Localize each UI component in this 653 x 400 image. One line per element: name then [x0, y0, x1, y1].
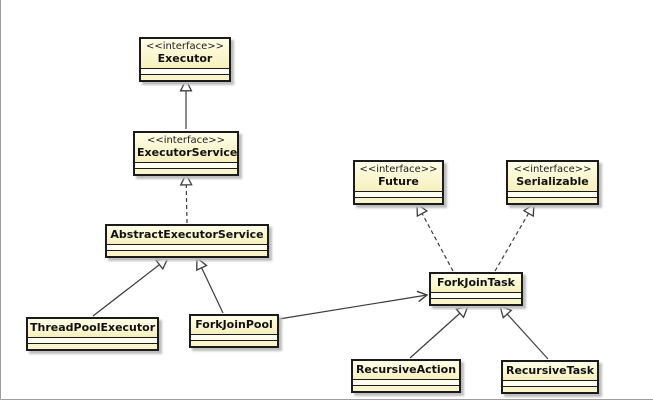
class-title: ForkJoinPool [191, 316, 277, 334]
methods-compartment [355, 197, 442, 203]
edge-forkjoinpool-association-forkjointask[interactable] [278, 290, 429, 320]
class-serializable[interactable]: <<interface>> Serializable [506, 160, 599, 205]
methods-compartment [135, 168, 237, 174]
class-title: <<interface>> ExecutorService [135, 133, 237, 162]
class-name-label: Serializable [516, 175, 589, 188]
class-name-label: Future [378, 175, 419, 188]
class-title: <<interface>> Serializable [508, 162, 597, 191]
class-title: <<interface>> Future [355, 162, 442, 191]
edge-forkjointask-implements-future[interactable] [417, 204, 454, 272]
edge-threadpoolexecutor-extends-abstractexecutorservice[interactable] [92, 258, 168, 317]
class-threadpoolexecutor[interactable]: ThreadPoolExecutor [26, 317, 159, 351]
class-recursiveaction[interactable]: RecursiveAction [351, 359, 461, 393]
class-name-label: ThreadPoolExecutor [30, 321, 156, 334]
class-name-label: Executor [157, 52, 213, 65]
fields-compartment [191, 334, 277, 340]
fields-compartment [141, 68, 229, 74]
class-title: <<interface>> Executor [141, 39, 229, 68]
class-name-label: RecursiveTask [505, 364, 595, 377]
methods-compartment [431, 298, 521, 304]
stereotype-label: <<interface>> [359, 164, 438, 175]
fields-compartment [107, 244, 267, 250]
fields-compartment [28, 337, 157, 343]
methods-compartment [107, 250, 267, 256]
fields-compartment [353, 379, 459, 385]
edge-forkjoinpool-extends-abstractexecutorservice[interactable] [197, 258, 224, 314]
class-recursivetask[interactable]: RecursiveTask [501, 360, 599, 394]
stereotype-label: <<interface>> [146, 135, 226, 146]
class-abstractexecutorservice[interactable]: AbstractExecutorService [105, 224, 269, 258]
class-title: RecursiveAction [353, 361, 459, 379]
class-name-label: AbstractExecutorService [110, 228, 264, 241]
class-forkjoinpool[interactable]: ForkJoinPool [189, 314, 279, 348]
fields-compartment [135, 162, 237, 168]
edge-abstractexecutorservice-implements-executorservice[interactable] [186, 174, 187, 224]
class-future[interactable]: <<interface>> Future [353, 160, 444, 205]
methods-compartment [28, 343, 157, 349]
fields-compartment [355, 191, 442, 197]
edge-recursiveaction-extends-forkjointask[interactable] [409, 306, 468, 359]
class-title: ForkJoinTask [431, 274, 521, 292]
fields-compartment [431, 292, 521, 298]
edge-recursivetask-extends-forkjointask[interactable] [500, 306, 549, 360]
class-forkjointask[interactable]: ForkJoinTask [429, 272, 523, 306]
class-name-label: ForkJoinPool [195, 318, 273, 331]
class-name-label: RecursiveAction [355, 363, 457, 376]
class-executorservice[interactable]: <<interface>> ExecutorService [133, 131, 239, 176]
edge-forkjointask-implements-serializable[interactable] [494, 204, 534, 272]
class-title: RecursiveTask [503, 362, 597, 380]
methods-compartment [503, 386, 597, 392]
class-name-label: ExecutorService [137, 146, 238, 159]
stereotype-label: <<interface>> [145, 41, 225, 52]
methods-compartment [191, 340, 277, 346]
methods-compartment [508, 197, 597, 203]
class-executor[interactable]: <<interface>> Executor [139, 37, 231, 82]
class-title: ThreadPoolExecutor [28, 319, 157, 337]
class-name-label: ForkJoinTask [437, 276, 515, 289]
methods-compartment [141, 74, 229, 80]
stereotype-label: <<interface>> [513, 164, 592, 175]
fields-compartment [503, 380, 597, 386]
methods-compartment [353, 385, 459, 391]
fields-compartment [508, 191, 597, 197]
class-title: AbstractExecutorService [107, 226, 267, 244]
